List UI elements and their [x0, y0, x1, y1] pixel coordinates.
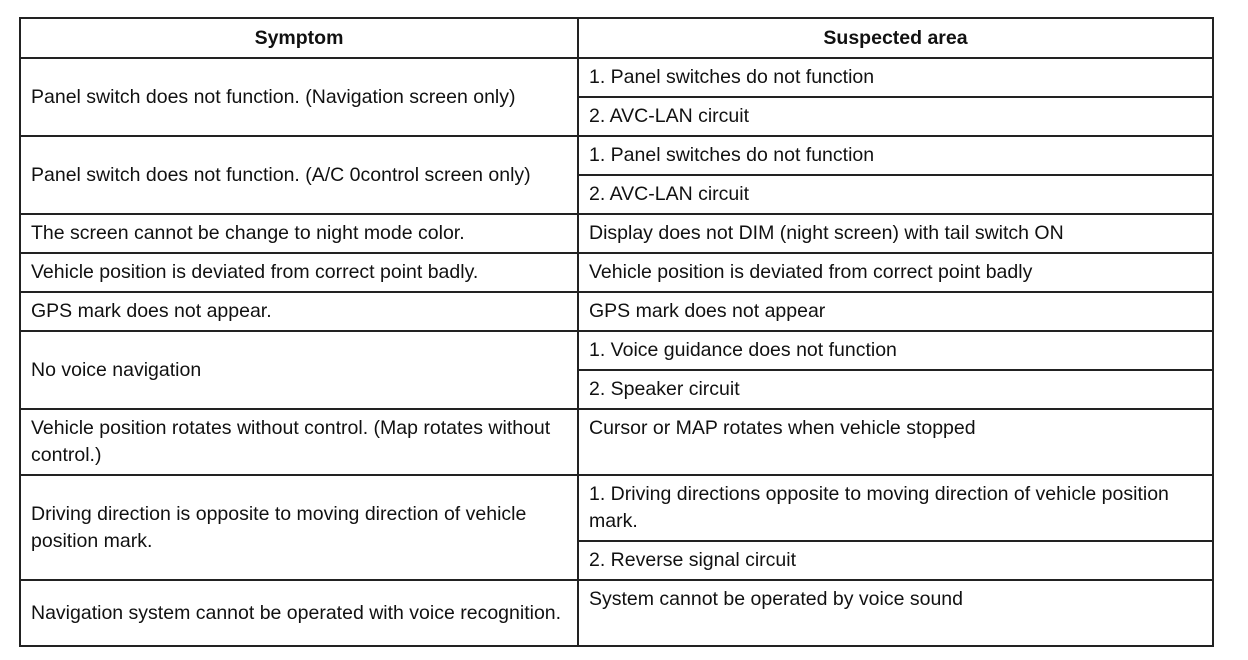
- area-cell: Cursor or MAP rotates when vehicle stopp…: [577, 408, 1214, 476]
- area-cell: 1. Driving directions opposite to moving…: [577, 474, 1214, 542]
- header-symptom: Symptom: [19, 17, 579, 59]
- area-cell: Display does not DIM (night screen) with…: [577, 213, 1214, 254]
- area-cell: Vehicle position is deviated from correc…: [577, 252, 1214, 293]
- table-row: Vehicle position rotates without control…: [19, 408, 1214, 476]
- area-cell: 2. AVC-LAN circuit: [577, 96, 1214, 137]
- symptom-cell: Panel switch does not function. (Navigat…: [19, 57, 579, 137]
- table-row: Driving direction is opposite to moving …: [19, 474, 1214, 581]
- table-row: 2. Speaker circuit: [20, 369, 1214, 410]
- area-cell: 1. Panel switches do not function: [577, 135, 1214, 176]
- table-row: 2. AVC-LAN circuit: [20, 96, 1214, 137]
- area-cell: 1. Panel switches do not function: [577, 57, 1214, 98]
- symptom-cell: Navigation system cannot be operated wit…: [19, 579, 579, 647]
- symptom-cell: Vehicle position rotates without control…: [19, 408, 579, 476]
- table-row: Panel switch does not function. (Navigat…: [19, 57, 1214, 137]
- table-row: Navigation system cannot be operated wit…: [19, 579, 1214, 647]
- symptom-cell: No voice navigation: [19, 330, 579, 410]
- symptom-cell: The screen cannot be change to night mod…: [19, 213, 579, 254]
- table-row: 2. AVC-LAN circuit: [20, 174, 1214, 215]
- area-cell: 2. AVC-LAN circuit: [577, 174, 1214, 215]
- table-row: The screen cannot be change to night mod…: [19, 213, 1214, 254]
- area-cell: 2. Speaker circuit: [577, 369, 1214, 410]
- table-row: No voice navigation 1. Voice guidance do…: [19, 330, 1214, 410]
- symptom-cell: Panel switch does not function. (A/C 0co…: [19, 135, 579, 215]
- symptom-cell: Vehicle position is deviated from correc…: [19, 252, 579, 293]
- area-cell: GPS mark does not appear: [577, 291, 1214, 332]
- symptom-cell: GPS mark does not appear.: [19, 291, 579, 332]
- table-row: 2. Reverse signal circuit: [20, 540, 1214, 581]
- header-suspected-area: Suspected area: [577, 17, 1214, 59]
- table-row: Panel switch does not function. (A/C 0co…: [19, 135, 1214, 215]
- header-row: Symptom Suspected area: [19, 17, 1214, 59]
- area-cell: 2. Reverse signal circuit: [577, 540, 1214, 581]
- table-row: Vehicle position is deviated from correc…: [19, 252, 1214, 293]
- symptom-table: Symptom Suspected area Panel switch does…: [19, 17, 1214, 647]
- area-cell: 1. Voice guidance does not function: [577, 330, 1214, 371]
- area-cell: System cannot be operated by voice sound: [577, 579, 1214, 647]
- symptom-cell: Driving direction is opposite to moving …: [19, 474, 579, 581]
- table-row: GPS mark does not appear. GPS mark does …: [19, 291, 1214, 332]
